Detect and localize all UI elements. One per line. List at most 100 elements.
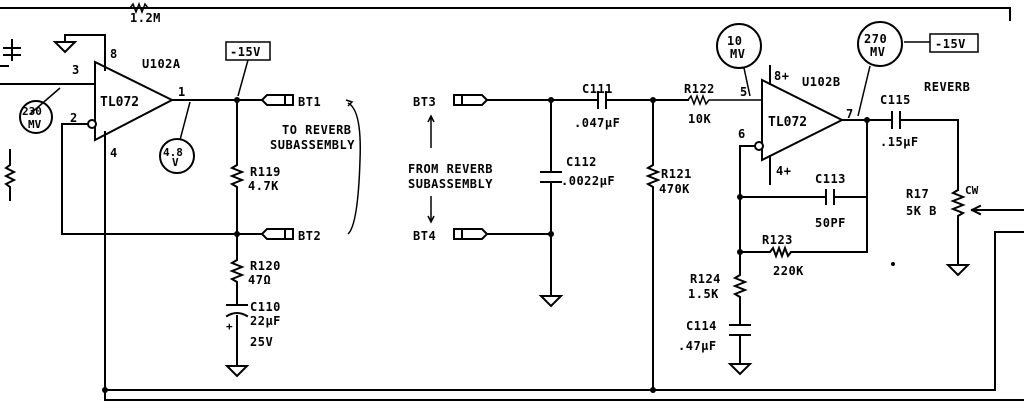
voltage-box-1: -15V xyxy=(225,41,271,97)
r17-wiper-arrow xyxy=(970,204,982,216)
u102a-pin-8: 8 xyxy=(110,47,118,61)
connector-bt2: BT2 xyxy=(260,228,321,243)
c111-capacitor: C111 .047µF xyxy=(574,82,689,130)
c115-capacitor: C115 .15µF REVERB xyxy=(880,80,970,191)
r17-ref: R17 xyxy=(906,187,929,201)
r120-resistor xyxy=(229,233,245,306)
top-resistor-zigzag xyxy=(129,1,149,15)
c115-ref: C115 xyxy=(880,93,911,107)
from-reverb-line2: SUBASSEMBLY xyxy=(408,177,493,191)
bt2-label: BT2 xyxy=(298,229,321,243)
r120-ref: R120 xyxy=(250,259,281,273)
ground-c114 xyxy=(727,363,753,376)
probe-c-unit: MV xyxy=(730,47,745,61)
c110-value: 22µF xyxy=(250,314,281,328)
c110-ref: C110 xyxy=(250,300,281,314)
c113-ref: C113 xyxy=(815,172,846,186)
bottom-bus xyxy=(102,231,1024,401)
c114-ref: C114 xyxy=(686,319,717,333)
r119-value: 4.7K xyxy=(248,179,279,193)
c111-value: .047µF xyxy=(574,116,620,130)
left-resistor xyxy=(3,149,17,201)
c113-capacitor xyxy=(739,119,868,205)
c112-ref: C112 xyxy=(566,155,597,169)
bottom-bus-wire xyxy=(104,231,1024,391)
r121-resistor: R121 470K xyxy=(645,97,692,391)
probe-a-value: 230 xyxy=(22,105,42,118)
c114-capacitor xyxy=(729,324,751,365)
u102b-pin-7: 7 xyxy=(846,107,854,121)
ground-c112 xyxy=(538,295,564,308)
probe-d-unit: MV xyxy=(870,45,885,59)
probe-a: 230 MV xyxy=(19,100,53,134)
u102a-name: U102A xyxy=(142,57,181,71)
u102a-pin-4: 4 xyxy=(110,146,118,160)
c110-plus: + xyxy=(226,320,233,333)
probe-c: 10 MV xyxy=(716,23,762,97)
r124-resistor xyxy=(732,251,748,326)
r124-value: 1.5K xyxy=(688,287,719,301)
c112-branch: C112 .0022µF xyxy=(538,97,615,308)
u102a-chip-label: TL072 xyxy=(100,95,139,110)
voltage-label-1: -15V xyxy=(230,45,261,59)
c111-ref: C111 xyxy=(582,82,613,96)
bt3-label: BT3 xyxy=(413,95,436,109)
r122-resistor: R122 10K xyxy=(684,82,762,126)
to-reverb-note: TO REVERB SUBASSEMBLY xyxy=(270,99,361,235)
left-capacitor xyxy=(3,47,21,56)
bt4-label: BT4 xyxy=(413,229,436,243)
ground-r17 xyxy=(945,264,971,277)
probe-d: 270 MV xyxy=(857,21,903,117)
u102b-pin-6: 6 xyxy=(738,127,746,141)
r123-resistor xyxy=(739,196,868,259)
left-edge-fragments: 1.2M xyxy=(0,1,1011,201)
u102b-pin-4: 4+ xyxy=(776,164,791,178)
opamp-u102a: TL072 U102A 8 4 3 2 1 xyxy=(0,34,263,391)
u102a-pin-2: 2 xyxy=(70,111,78,125)
r121-value: 470K xyxy=(659,182,690,196)
u102a-pin-1: 1 xyxy=(178,85,186,99)
c112-value: .0022µF xyxy=(561,174,615,188)
r17-value: 5K B xyxy=(906,204,937,218)
c115-value: .15µF xyxy=(880,135,919,149)
output-column: R119 4.7K R120 47Ω + C110 22µF 25V xyxy=(224,97,281,378)
from-reverb-note: FROM REVERB SUBASSEMBLY xyxy=(408,114,493,224)
connector-bt1: BT1 xyxy=(236,94,321,109)
bt1-label: BT1 xyxy=(298,95,321,109)
r121-ref: R121 xyxy=(661,167,692,181)
u102b-pin-5: 5 xyxy=(740,85,748,99)
u102b-name: U102B xyxy=(802,75,841,89)
ground-c110 xyxy=(224,365,250,378)
r119-ref: R119 xyxy=(250,165,281,179)
inverting-bubble xyxy=(87,119,97,129)
r122-ref: R122 xyxy=(684,82,715,96)
c112-capacitor xyxy=(540,99,562,235)
connector-bt3: BT3 xyxy=(413,94,599,109)
probe-b-value: 4.8 xyxy=(163,146,183,159)
from-reverb-line1: FROM REVERB xyxy=(408,162,493,176)
probe-b: 4.8 V xyxy=(159,138,195,174)
r123-ref: R123 xyxy=(762,233,793,247)
u102b-chip-label: TL072 xyxy=(768,115,807,130)
c113-value: 50PF xyxy=(815,216,846,230)
r17-wiper-label: CW xyxy=(965,184,979,197)
opamp-u102b: TL072 U102B 8+ 4+ 5 6 7 xyxy=(738,65,893,253)
ground-symbol-top xyxy=(52,34,106,54)
u102a-pin-3: 3 xyxy=(72,63,80,77)
r17-potentiometer: R17 5K B CW xyxy=(891,184,1024,277)
r122-value: 10K xyxy=(688,112,711,126)
u102b-triangle xyxy=(761,78,845,162)
to-reverb-line2: SUBASSEMBLY xyxy=(270,138,355,152)
reverb-label: REVERB xyxy=(924,80,970,94)
u102a-triangle xyxy=(94,60,175,142)
u102b-pin-8: 8+ xyxy=(774,69,789,83)
feedback-network: C113 50PF R123 220K R124 1.5K C114 .47µF xyxy=(678,117,870,376)
probe-a-unit: MV xyxy=(28,118,42,131)
r123-value: 220K xyxy=(773,264,804,278)
r124-ref: R124 xyxy=(690,272,721,286)
voltage-box-2: -15V xyxy=(904,33,979,53)
feedback-wire xyxy=(61,123,263,235)
c110-capacitor xyxy=(225,304,249,318)
probe-d-value: 270 xyxy=(864,32,887,46)
